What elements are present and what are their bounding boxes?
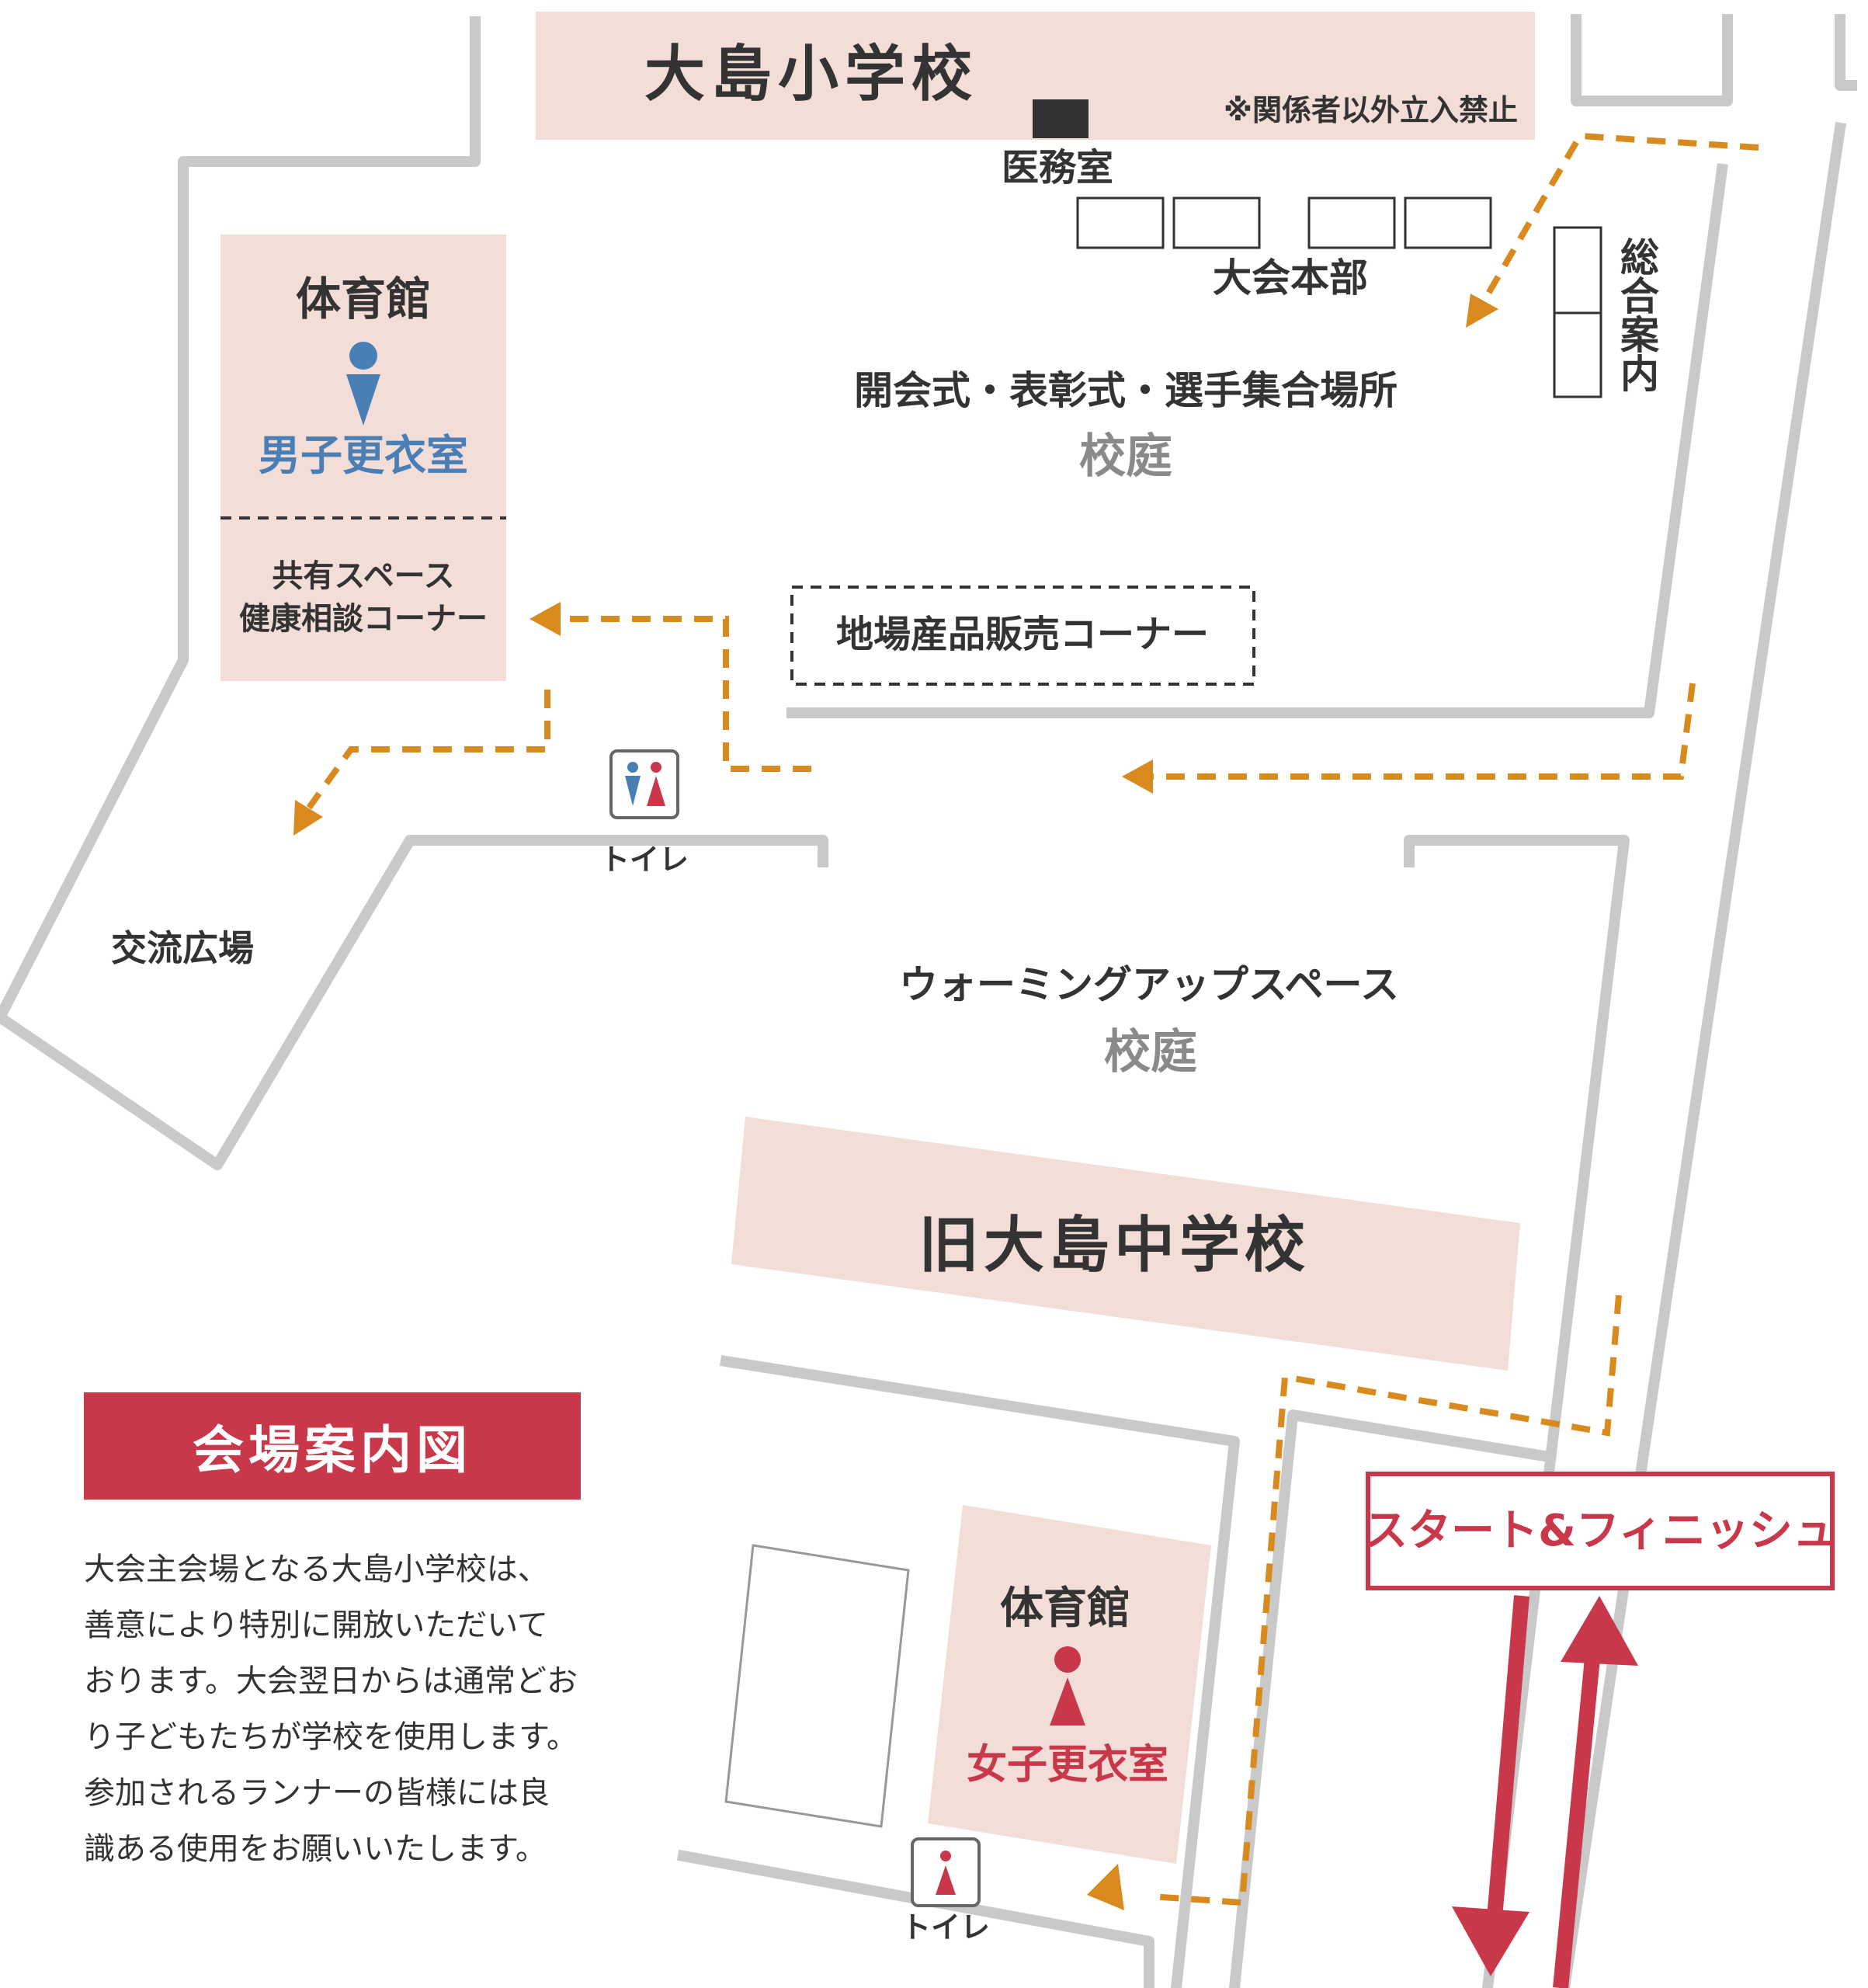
womens-changing-room-label: 女子更衣室 xyxy=(967,1742,1168,1788)
description-line: 識ある使用をお願いいたします。 xyxy=(84,1831,547,1867)
staff-only-note: ※関係者以外立入禁止 xyxy=(1224,93,1518,127)
start-finish-arrows xyxy=(1452,1595,1638,1988)
south-gym-label: 体育館 xyxy=(1000,1583,1130,1634)
toilet-north-label: トイレ xyxy=(600,843,689,877)
route-east-to-west xyxy=(1151,683,1696,780)
description-line: おります。大会翌日からは通常どお xyxy=(84,1663,578,1699)
road-northeast-edge xyxy=(1835,14,1857,91)
toilet-south-label: トイレ xyxy=(901,1910,990,1945)
north-gym-building xyxy=(220,235,506,681)
road-east-main xyxy=(1558,122,1846,1988)
former-junior-high-label: 旧大島中学校 xyxy=(918,1211,1310,1281)
start-finish-box xyxy=(1366,1472,1835,1590)
south-annex-outline xyxy=(724,1544,910,1828)
road-north-courtyard-edge xyxy=(786,163,1728,718)
map-description: 大会主会場となる大島小学校は、 善意により特別に開放いただいて おります。大会翌… xyxy=(84,1541,612,1877)
north-gym-label: 体育館 xyxy=(296,273,431,325)
description-line: 大会主会場となる大島小学校は、 xyxy=(84,1552,549,1587)
description-line: り子どもたちが学校を使用します。 xyxy=(84,1719,578,1755)
route-to-plaza xyxy=(306,690,550,810)
schoolyard-south-label: 校庭 xyxy=(1104,1025,1197,1079)
route-to-gym xyxy=(565,616,811,772)
shared-space-label: 共有スペース xyxy=(272,558,454,594)
headquarters-tents xyxy=(1076,196,1492,249)
roads xyxy=(0,14,1857,1988)
description-line: 善意により特別に開放いただいて xyxy=(84,1607,548,1643)
buildings xyxy=(220,12,1535,1864)
woman-icon xyxy=(1050,1646,1085,1726)
road-northwest xyxy=(0,16,828,1170)
information-booth xyxy=(1553,226,1602,398)
ceremony-area-label: 開会式・表彰式・選手集合場所 xyxy=(854,368,1398,413)
arrowhead-south xyxy=(1087,1864,1124,1910)
health-consultation-label: 健康相談コーナー xyxy=(239,601,488,637)
toilet-icon xyxy=(911,1837,981,1907)
arrowhead-hq xyxy=(1466,294,1498,328)
medical-room-label: 医務室 xyxy=(1002,146,1113,189)
arrowhead-plaza xyxy=(293,800,323,836)
guide-routes xyxy=(293,132,1759,1910)
former-junior-high-building xyxy=(731,1117,1520,1371)
information-label: 総合案内 xyxy=(1614,237,1659,392)
start-finish-label: スタート&フィニッシュ xyxy=(1364,1506,1836,1556)
warmup-space-label: ウォーミングアップスペース xyxy=(899,962,1399,1007)
toilet-icon xyxy=(609,749,679,819)
arrowhead-west xyxy=(1122,759,1153,794)
man-icon xyxy=(346,342,380,426)
arrowhead-gym xyxy=(529,602,561,636)
schoolyard-north-label: 校庭 xyxy=(1079,429,1172,484)
road-south-block xyxy=(719,1354,1240,1988)
arrow-up-icon xyxy=(1561,1596,1638,1666)
elementary-school-label: 大島小学校 xyxy=(644,40,978,109)
local-products-label: 地場産品販売コーナー xyxy=(836,613,1209,656)
medical-room-marker-icon xyxy=(1033,99,1089,138)
road-southwest xyxy=(676,1849,1154,1988)
headquarters-label: 大会本部 xyxy=(1213,255,1368,301)
description-line: 参加されるランナーの皆様には良 xyxy=(84,1775,550,1811)
map-title: 会場案内図 xyxy=(84,1392,581,1500)
exchange-plaza-label: 交流広場 xyxy=(111,927,254,969)
local-products-corner xyxy=(790,586,1255,686)
road-northeast-stub xyxy=(1571,14,1733,106)
mens-changing-room-label: 男子更衣室 xyxy=(259,431,468,480)
road-east-inner xyxy=(1404,835,1630,1988)
arrow-down-icon xyxy=(1452,1906,1529,1976)
